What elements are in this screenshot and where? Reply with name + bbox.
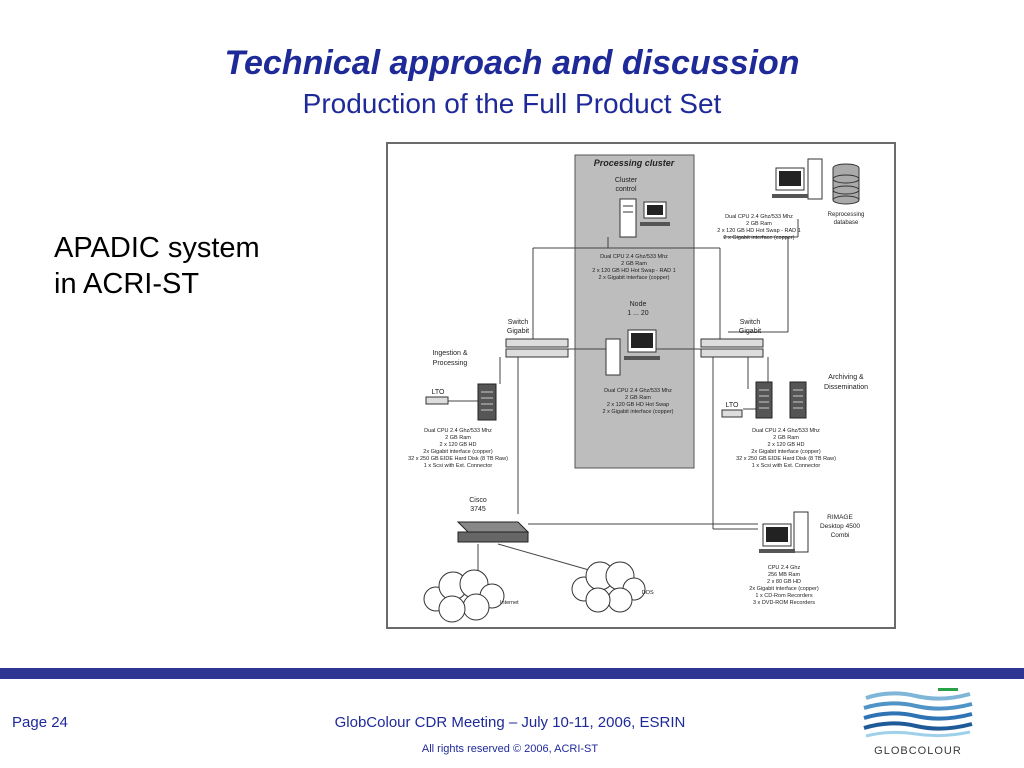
- reprocessing-computer-icon: [772, 158, 823, 200]
- spec-line: 1 x Scsi with Ext. Connector: [752, 463, 821, 469]
- spec-line: CPU 2.4 Ghz: [768, 565, 801, 571]
- spec-line: 2 x 120 GB HD Hot Swap - RAD 1: [592, 268, 675, 274]
- node-label: 1 ... 20: [627, 310, 649, 317]
- archiving-specs: Dual CPU 2.4 Ghz/533 Mhz 2 GB Ram 2 x 12…: [736, 428, 836, 469]
- spec-line: 2x Gigabit interface (copper): [751, 449, 821, 455]
- dds-cloud-icon: [571, 561, 646, 613]
- internet-label: Internet: [500, 600, 519, 606]
- archiving-server-icon: [755, 381, 807, 419]
- ingestion-specs: Dual CPU 2.4 Ghz/533 Mhz 2 GB Ram 2 x 12…: [408, 428, 508, 469]
- footer-copyright: All rights reserved © 2006, ACRI-ST: [421, 743, 599, 755]
- switch-right-label: Switch: [740, 319, 761, 326]
- switch-right-icon: [700, 338, 764, 358]
- spec-line: 2 GB Ram: [746, 221, 772, 227]
- cisco-router-icon: [456, 521, 530, 543]
- spec-line: 2 x 120 GB HD Hot Swap: [607, 402, 669, 408]
- globcolour-logo: GLOBCOLOUR: [860, 686, 976, 760]
- rimage-specs: CPU 2.4 Ghz 256 MB Ram 2 x 80 GB HD 2x G…: [749, 565, 819, 606]
- spec-line: Dual CPU 2.4 Ghz/533 Mhz: [604, 388, 672, 394]
- switch-left-label: Switch: [508, 319, 529, 326]
- side-text-line: in ACRI-ST: [54, 268, 200, 300]
- node-label: Node: [630, 301, 647, 308]
- internet-cloud-icon: [423, 569, 505, 623]
- spec-line: 32 x 250 GB EIDE Hard Disk (8 TB Raw): [736, 456, 836, 462]
- spec-line: 256 MB Ram: [768, 572, 801, 578]
- cluster-control-label: Cluster: [615, 177, 638, 184]
- spec-line: 2 GB Ram: [445, 435, 471, 441]
- spec-line: 2x Gigabit interface (copper): [749, 586, 819, 592]
- spec-line: 32 x 250 GB EIDE Hard Disk (8 TB Raw): [408, 456, 508, 462]
- spec-line: 3 x DVD-ROM Recorders: [753, 600, 815, 606]
- reprocessing-db-label: Reprocessing: [828, 212, 865, 218]
- spec-line: 2x Gigabit interface (copper): [423, 449, 493, 455]
- rimage-label: Desktop 4500: [820, 523, 860, 530]
- spec-line: 1 x CD-Rom Recorders: [755, 593, 812, 599]
- node-specs: Dual CPU 2.4 Ghz/533 Mhz 2 GB Ram 2 x 12…: [603, 388, 674, 415]
- spec-line: 2 GB Ram: [621, 261, 647, 267]
- cisco-label: 3745: [470, 506, 486, 513]
- spec-line: 1 x Scsi with Ext. Connector: [424, 463, 493, 469]
- ingestion-label: Processing: [433, 360, 468, 367]
- spec-line: 2 GB Ram: [773, 435, 799, 441]
- cluster-control-specs: Dual CPU 2.4 Ghz/533 Mhz 2 GB Ram 2 x 12…: [592, 254, 675, 281]
- ingestion-label: Ingestion &: [432, 350, 467, 357]
- side-text: APADIC system in ACRI-ST: [54, 230, 260, 302]
- switch-left-icon: [505, 338, 569, 358]
- lto-right-icon: [721, 409, 743, 418]
- spec-line: 2 x 120 GB HD: [768, 442, 805, 448]
- spec-line: 2 x 120 GB HD Hot Swap - RAD 1: [717, 228, 800, 234]
- spec-line: Dual CPU 2.4 Ghz/533 Mhz: [424, 428, 492, 434]
- side-text-line: APADIC system: [54, 232, 260, 264]
- rimage-computer-icon: [759, 511, 809, 553]
- cisco-label: Cisco: [469, 497, 487, 504]
- spec-line: 2 x Gigabit interface (copper): [724, 235, 795, 241]
- globcolour-logo-svg: GLOBCOLOUR: [860, 686, 976, 760]
- network-diagram-svg: Processing cluster Cluster control: [408, 154, 868, 623]
- spec-line: 2 x 120 GB HD: [440, 442, 477, 448]
- cluster-control-computer-icon: [619, 198, 670, 238]
- reprocessing-specs: Dual CPU 2.4 Ghz/533 Mhz 2 GB Ram 2 x 12…: [717, 214, 800, 241]
- spec-line: Dual CPU 2.4 Ghz/533 Mhz: [725, 214, 793, 220]
- slide-subtitle: Production of the Full Product Set: [302, 88, 722, 119]
- slide-title: Technical approach and discussion: [224, 44, 800, 82]
- lto-left-icon: [425, 396, 449, 405]
- reprocessing-database-icon: [832, 163, 860, 205]
- spec-line: 2 GB Ram: [625, 395, 651, 401]
- network-diagram: Processing cluster Cluster control: [386, 142, 896, 629]
- footer-bar: [0, 668, 1024, 679]
- dds-label: DDS: [642, 590, 654, 596]
- footer-meeting: GlobColour CDR Meeting – July 10-11, 200…: [334, 714, 686, 731]
- switch-left-label: Gigabit: [507, 328, 529, 335]
- reprocessing-db-label: database: [834, 220, 859, 226]
- page-number: Page 24: [12, 714, 68, 731]
- lto-right-label: LTO: [726, 402, 740, 409]
- spec-line: 2 x Gigabit interface (copper): [599, 275, 670, 281]
- archiving-label: Archiving &: [828, 374, 864, 381]
- rimage-label: RIMAGE: [827, 514, 853, 521]
- spec-line: Dual CPU 2.4 Ghz/533 Mhz: [600, 254, 668, 260]
- spec-line: 2 x 80 GB HD: [767, 579, 801, 585]
- logo-text: GLOBCOLOUR: [874, 745, 962, 757]
- cluster-control-label: control: [615, 186, 636, 193]
- switch-right-label: Gigabit: [739, 328, 761, 335]
- ingestion-server-icon: [477, 383, 497, 421]
- spec-line: Dual CPU 2.4 Ghz/533 Mhz: [752, 428, 820, 434]
- rimage-label: Combi: [831, 532, 850, 539]
- spec-line: 2 x Gigabit interface (copper): [603, 409, 674, 415]
- lto-left-label: LTO: [432, 389, 446, 396]
- processing-cluster-title: Processing cluster: [594, 158, 675, 168]
- node-computer-icon: [605, 329, 660, 376]
- connection-lines: [446, 219, 799, 575]
- archiving-label: Dissemination: [824, 384, 868, 391]
